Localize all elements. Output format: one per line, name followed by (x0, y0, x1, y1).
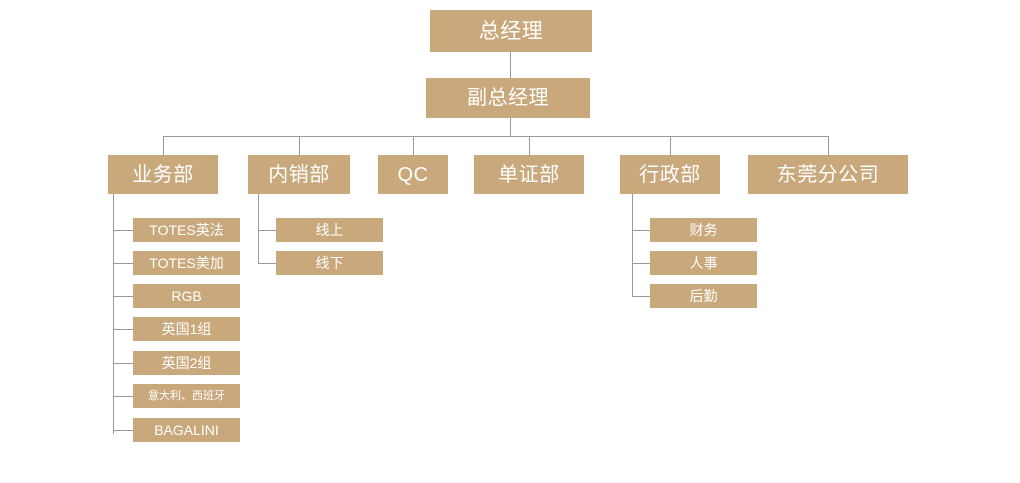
connector-admin-elbow-1 (632, 230, 650, 231)
connector-dgm-drop (510, 118, 511, 136)
connector-drop-admin (670, 136, 671, 155)
node-rgb[interactable]: RGB (133, 284, 240, 308)
node-italy-spain[interactable]: 意大利、西班牙 (133, 384, 240, 408)
node-human-resources[interactable]: 人事 (650, 251, 757, 275)
connector-sales-elbow-7 (113, 430, 133, 431)
node-online-channel[interactable]: 线上 (276, 218, 383, 242)
node-sales-department[interactable]: 业务部 (108, 155, 218, 194)
connector-drop-qc (413, 136, 414, 155)
node-documentation-department[interactable]: 单证部 (474, 155, 584, 194)
connector-level3-bus (163, 136, 829, 137)
connector-domestic-spine (258, 194, 259, 264)
connector-drop-docs (529, 136, 530, 155)
node-logistics[interactable]: 后勤 (650, 284, 757, 308)
connector-sales-elbow-5 (113, 363, 133, 364)
node-totes-us-canada[interactable]: TOTES美加 (133, 251, 240, 275)
connector-drop-dongguan (828, 136, 829, 155)
node-uk-group-1[interactable]: 英国1组 (133, 317, 240, 341)
connector-drop-domestic (299, 136, 300, 155)
connector-sales-elbow-1 (113, 230, 133, 231)
connector-sales-elbow-4 (113, 329, 133, 330)
node-qc-department[interactable]: QC (378, 155, 448, 194)
connector-gm-to-dgm (510, 52, 511, 78)
connector-admin-elbow-3 (632, 296, 650, 297)
connector-admin-spine (632, 194, 633, 297)
connector-sales-elbow-2 (113, 263, 133, 264)
node-dongguan-branch[interactable]: 东莞分公司 (748, 155, 908, 194)
node-uk-group-2[interactable]: 英国2组 (133, 351, 240, 375)
node-general-manager[interactable]: 总经理 (430, 10, 592, 52)
connector-sales-elbow-3 (113, 296, 133, 297)
node-bagalini[interactable]: BAGALINI (133, 418, 240, 442)
connector-domestic-elbow-2 (258, 263, 276, 264)
node-totes-uk-france[interactable]: TOTES英法 (133, 218, 240, 242)
node-administration-department[interactable]: 行政部 (620, 155, 720, 194)
node-offline-channel[interactable]: 线下 (276, 251, 383, 275)
node-deputy-general-manager[interactable]: 副总经理 (426, 78, 590, 118)
node-domestic-sales-department[interactable]: 内销部 (248, 155, 350, 194)
connector-domestic-elbow-1 (258, 230, 276, 231)
node-finance[interactable]: 财务 (650, 218, 757, 242)
connector-sales-spine (113, 194, 114, 434)
connector-admin-elbow-2 (632, 263, 650, 264)
connector-sales-elbow-6 (113, 396, 133, 397)
connector-drop-sales (163, 136, 164, 155)
